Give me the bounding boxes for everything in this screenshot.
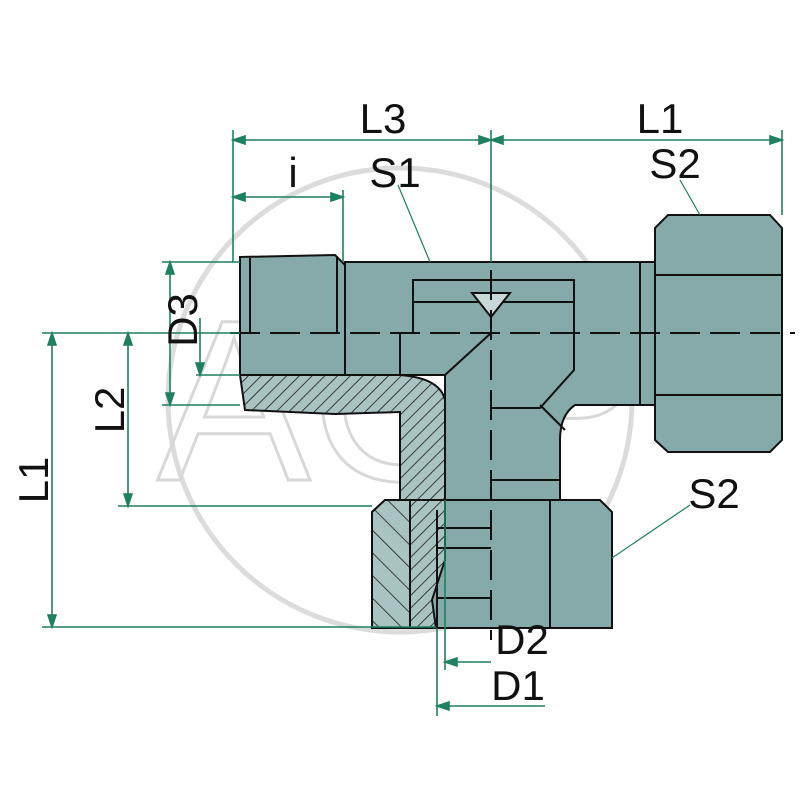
label-d2: D2 [495,616,549,663]
label-i: i [288,149,297,196]
label-s2-right: S2 [688,470,739,517]
dimension-lines [42,130,785,716]
label-l1-top: L1 [637,95,684,142]
center-lines [230,270,795,640]
label-s2-top: S2 [649,140,700,187]
label-l3: L3 [360,95,407,142]
label-l2: L2 [86,387,133,434]
label-s1: S1 [369,149,420,196]
label-d1: D1 [491,662,545,709]
label-l1-left: L1 [10,457,57,504]
label-d3: D3 [159,293,206,347]
dimension-labels: L3 L1 i S1 S2 D3 L2 L1 S2 D2 D1 [10,95,740,709]
